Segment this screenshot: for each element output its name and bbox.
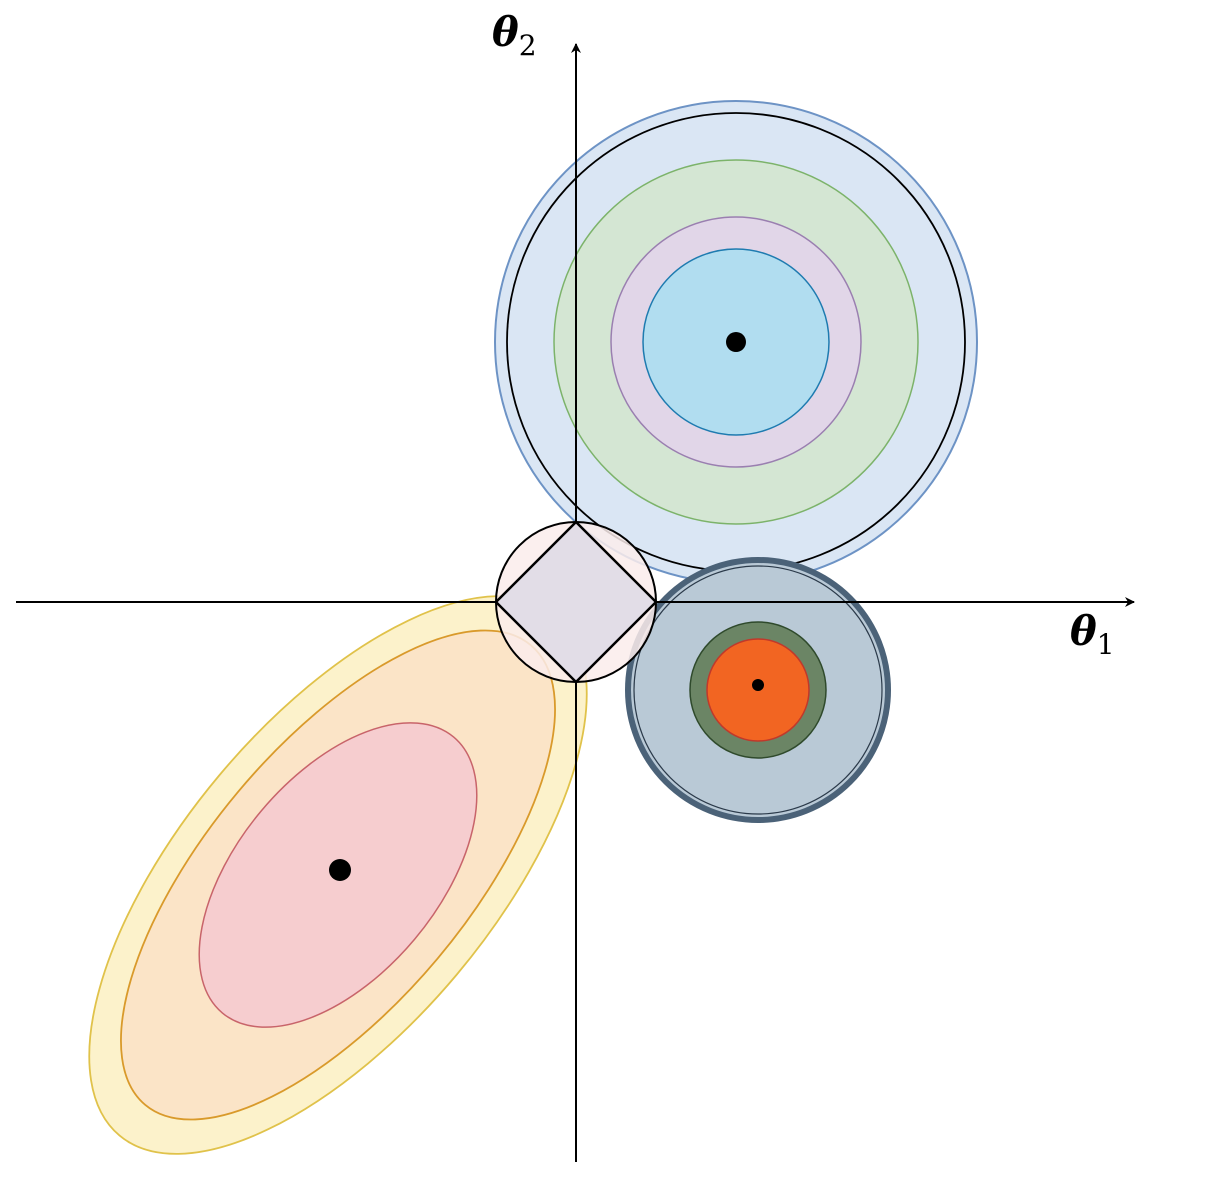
x-axis-label-symbol: θ xyxy=(1070,608,1097,655)
slate-center-dot xyxy=(752,679,764,691)
blue-contour-group xyxy=(494,100,978,584)
x-axis-label: θ1 xyxy=(1070,608,1115,661)
l1-ball xyxy=(494,520,658,684)
y-axis-label: θ2 xyxy=(492,9,537,62)
slate-inner-ring xyxy=(633,565,883,815)
constraint-regions xyxy=(494,520,658,684)
x-axis-label-subscript: 1 xyxy=(1097,628,1115,661)
slate-contour-group xyxy=(625,557,891,823)
ellipse-center-dot xyxy=(329,859,351,881)
blue-center-dot xyxy=(726,332,746,352)
y-axis-label-subscript: 2 xyxy=(519,29,537,62)
y-axis-label-symbol: θ xyxy=(492,9,519,56)
